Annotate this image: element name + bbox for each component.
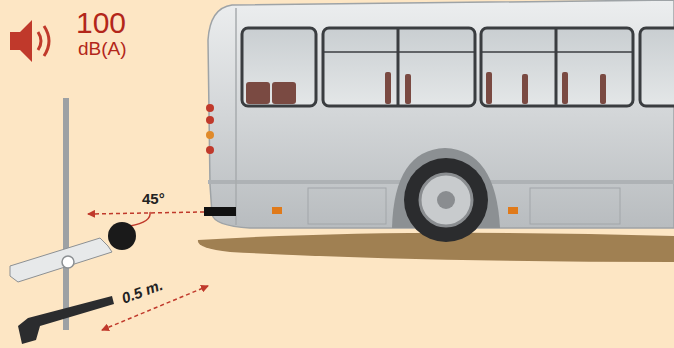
distance-label: 0.5 m.	[119, 276, 165, 307]
bus-wheel	[392, 148, 500, 242]
exhaust-axis	[88, 212, 204, 214]
bus-body	[208, 0, 674, 228]
bus-rear-edge	[235, 8, 237, 225]
bus-windows	[242, 28, 674, 106]
angle-arc	[130, 212, 150, 226]
bus-seats	[246, 72, 606, 104]
exhaust-pipe	[204, 207, 236, 216]
angle-label: 45°	[142, 190, 165, 207]
sound-level-value: 100	[76, 6, 126, 40]
sound-level-meter	[10, 222, 136, 282]
speaker-icon	[10, 20, 49, 62]
sound-level-unit: dB(A)	[78, 38, 127, 60]
tripod	[18, 98, 114, 344]
